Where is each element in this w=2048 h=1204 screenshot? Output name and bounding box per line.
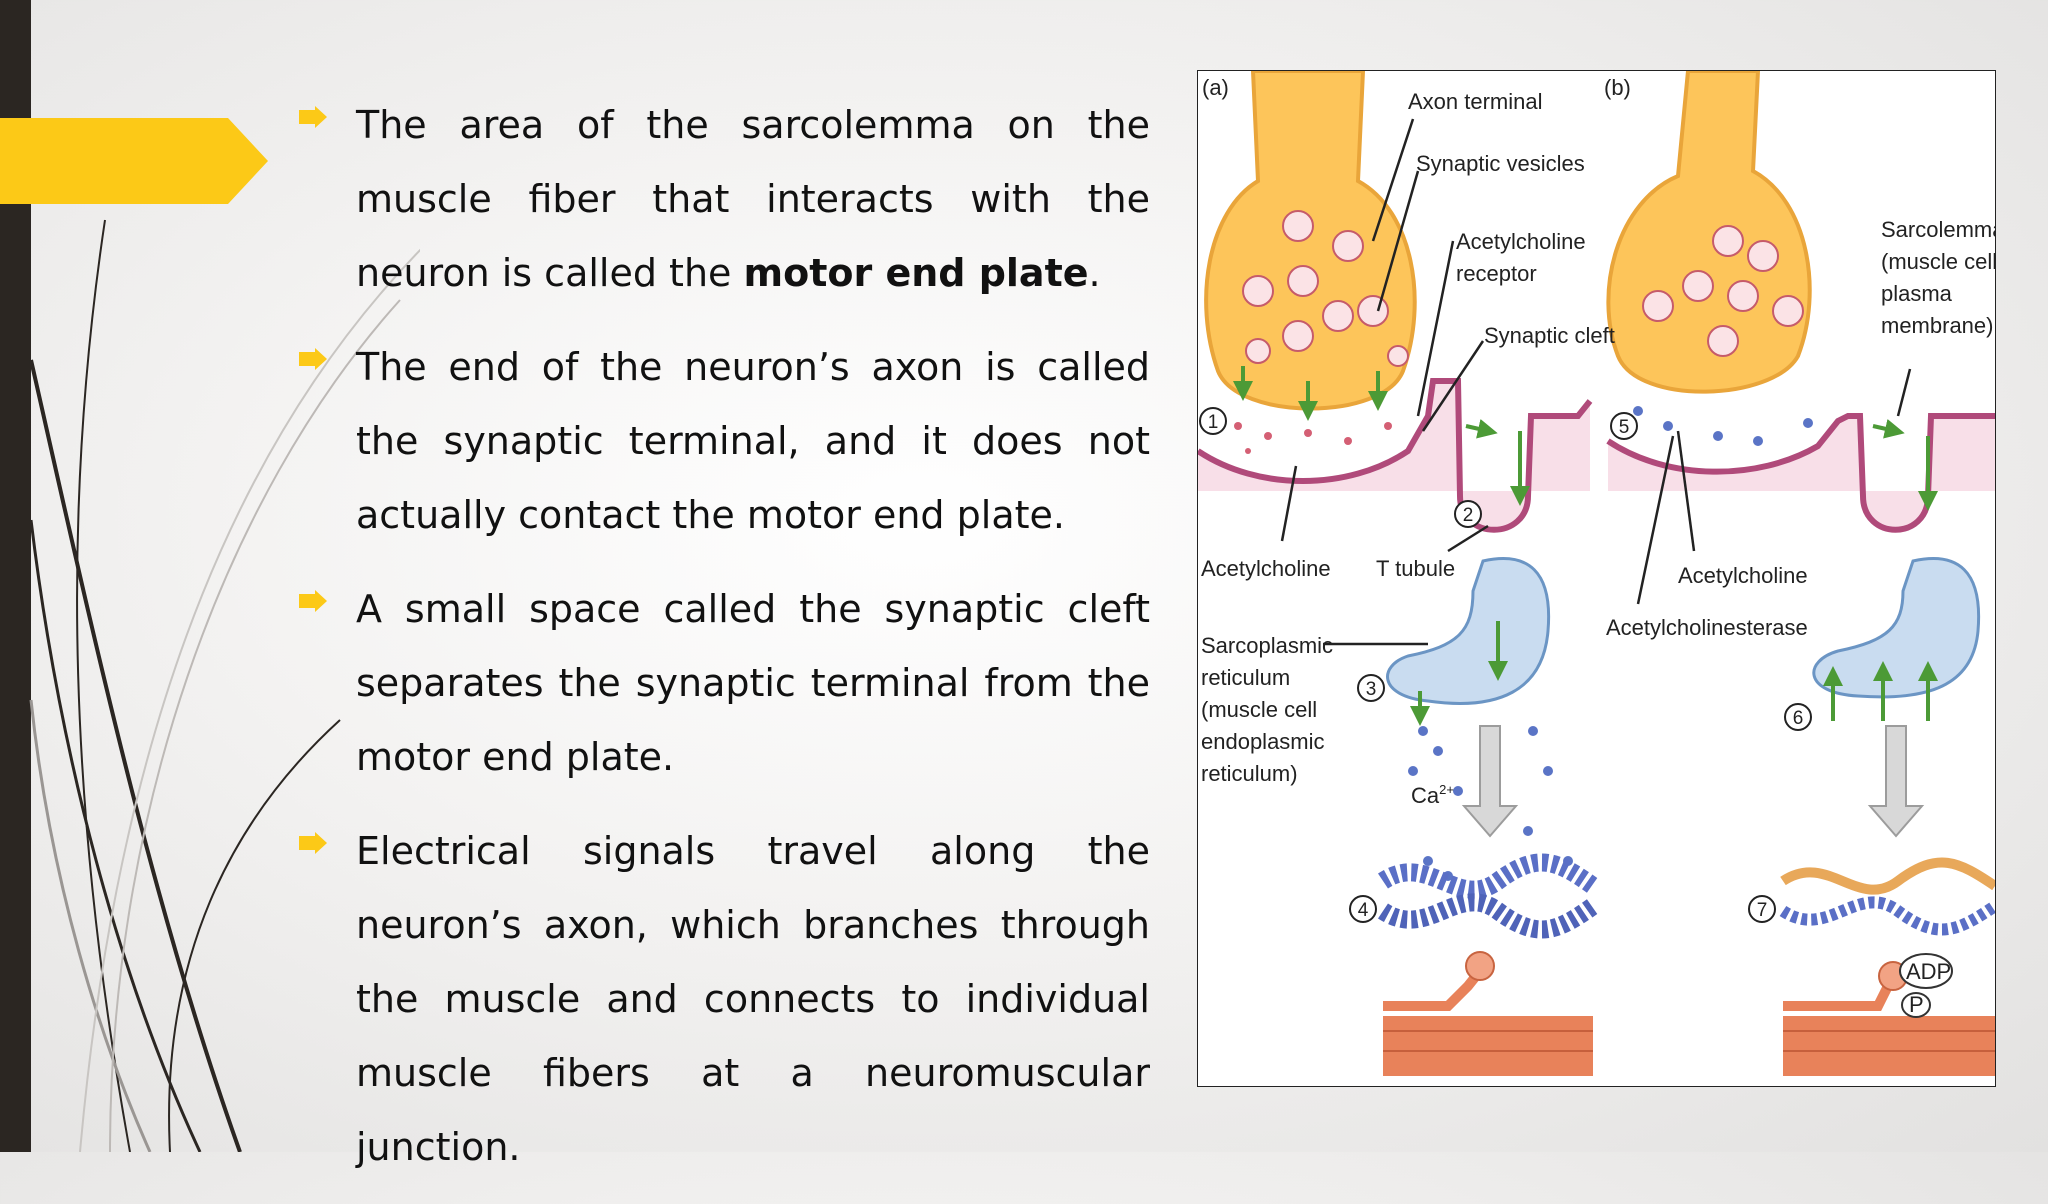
bullet-text: The end of the neuron’s axon is called t…: [356, 345, 1150, 537]
sr-label-1: Sarcoplasmic: [1201, 633, 1333, 658]
muscle-membrane-a: [1198, 378, 1593, 533]
vesicles-b: [1642, 225, 1804, 357]
step-7: 7: [1757, 900, 1768, 921]
green-arrows-b: [1823, 419, 1938, 721]
sr-label-3: (muscle cell: [1201, 697, 1317, 722]
sarcolemma-label-1: Sarcolemma: [1881, 217, 1995, 242]
arrow-bullet-icon: [299, 106, 327, 128]
down-arrow-a: [1461, 725, 1519, 838]
bullet-item: The area of the sarcolemma on the muscle…: [296, 88, 1150, 310]
bullet-item: The end of the neuron’s axon is called t…: [296, 330, 1150, 552]
bullet-text: Electrical signals travel along the neur…: [356, 829, 1150, 1169]
acetylcholine-a-label: Acetylcholine: [1201, 556, 1331, 581]
sr-label-2: reticulum: [1201, 665, 1290, 690]
synaptic-vesicles-label: Synaptic vesicles: [1416, 151, 1585, 176]
arrow-bullet-icon: [299, 348, 327, 370]
adp-label: ADP: [1906, 959, 1951, 984]
sarcolemma-label-4: membrane): [1881, 313, 1993, 338]
step-6: 6: [1793, 708, 1804, 729]
myofilament-b: [1779, 857, 1995, 1076]
bullet-list: The area of the sarcolemma on the muscle…: [296, 88, 1150, 1204]
neuromuscular-junction-figure: (a) (b) Axon terminal Synaptic vesicles …: [1197, 70, 1996, 1087]
leader-lines: [1280, 118, 1912, 646]
ach-receptor-label-2: receptor: [1456, 261, 1537, 286]
green-arrows-a: [1233, 366, 1530, 726]
step-1: 1: [1208, 412, 1219, 433]
sr-label-4: endoplasmic: [1201, 729, 1325, 754]
bullet-text: The area of the sarcolemma on the muscle…: [356, 103, 1150, 295]
yellow-arrow-tab: [0, 118, 268, 204]
ach-receptor-label-1: Acetylcholine: [1456, 229, 1586, 254]
acetylcholine-b-label: Acetylcholine: [1678, 563, 1808, 588]
calcium-dots-a: [1408, 726, 1573, 881]
muscle-membrane-b: [1606, 413, 1995, 533]
myofilament-a: [1378, 853, 1599, 1076]
bullet-item: Electrical signals travel along the neur…: [296, 814, 1150, 1184]
sarcolemma-label-3: plasma: [1881, 281, 1953, 306]
sarcoplasmic-reticulum-a: [1386, 557, 1551, 705]
t-tubule-label: T tubule: [1376, 556, 1455, 581]
synaptic-cleft-label: Synaptic cleft: [1484, 323, 1615, 348]
panel-b-label: (b): [1604, 75, 1631, 100]
acetylcholine-dots-b: [1633, 406, 1813, 446]
bullet-item: A small space called the synaptic cleft …: [296, 572, 1150, 794]
acetylcholinesterase-label: Acetylcholinesterase: [1606, 615, 1808, 640]
panel-a-label: (a): [1202, 75, 1229, 100]
step-markers: [1199, 407, 1812, 923]
sarcoplasmic-reticulum-b: [1812, 557, 1981, 699]
step-3: 3: [1366, 679, 1377, 700]
acetylcholine-dots-a: [1234, 422, 1392, 454]
bold-term: motor end plate: [743, 251, 1089, 295]
decorative-curves: [29, 219, 420, 1152]
figure-svg: (a) (b) Axon terminal Synaptic vesicles …: [1198, 71, 1995, 1076]
step-5: 5: [1619, 417, 1630, 438]
phosphate-label: P: [1909, 992, 1924, 1017]
arrow-bullet-icon: [299, 590, 327, 612]
arrow-bullet-icon: [299, 832, 327, 854]
down-arrow-b: [1867, 725, 1925, 838]
axon-terminal-label: Axon terminal: [1408, 89, 1543, 114]
step-2: 2: [1463, 505, 1474, 526]
step-4: 4: [1358, 900, 1369, 921]
sarcolemma-label-2: (muscle cell: [1881, 249, 1995, 274]
axon-terminal-a: [1204, 71, 1417, 411]
bullet-text: A small space called the synaptic cleft …: [356, 587, 1150, 779]
calcium-label: Ca2+: [1411, 782, 1454, 808]
sr-label-5: reticulum): [1201, 761, 1298, 786]
